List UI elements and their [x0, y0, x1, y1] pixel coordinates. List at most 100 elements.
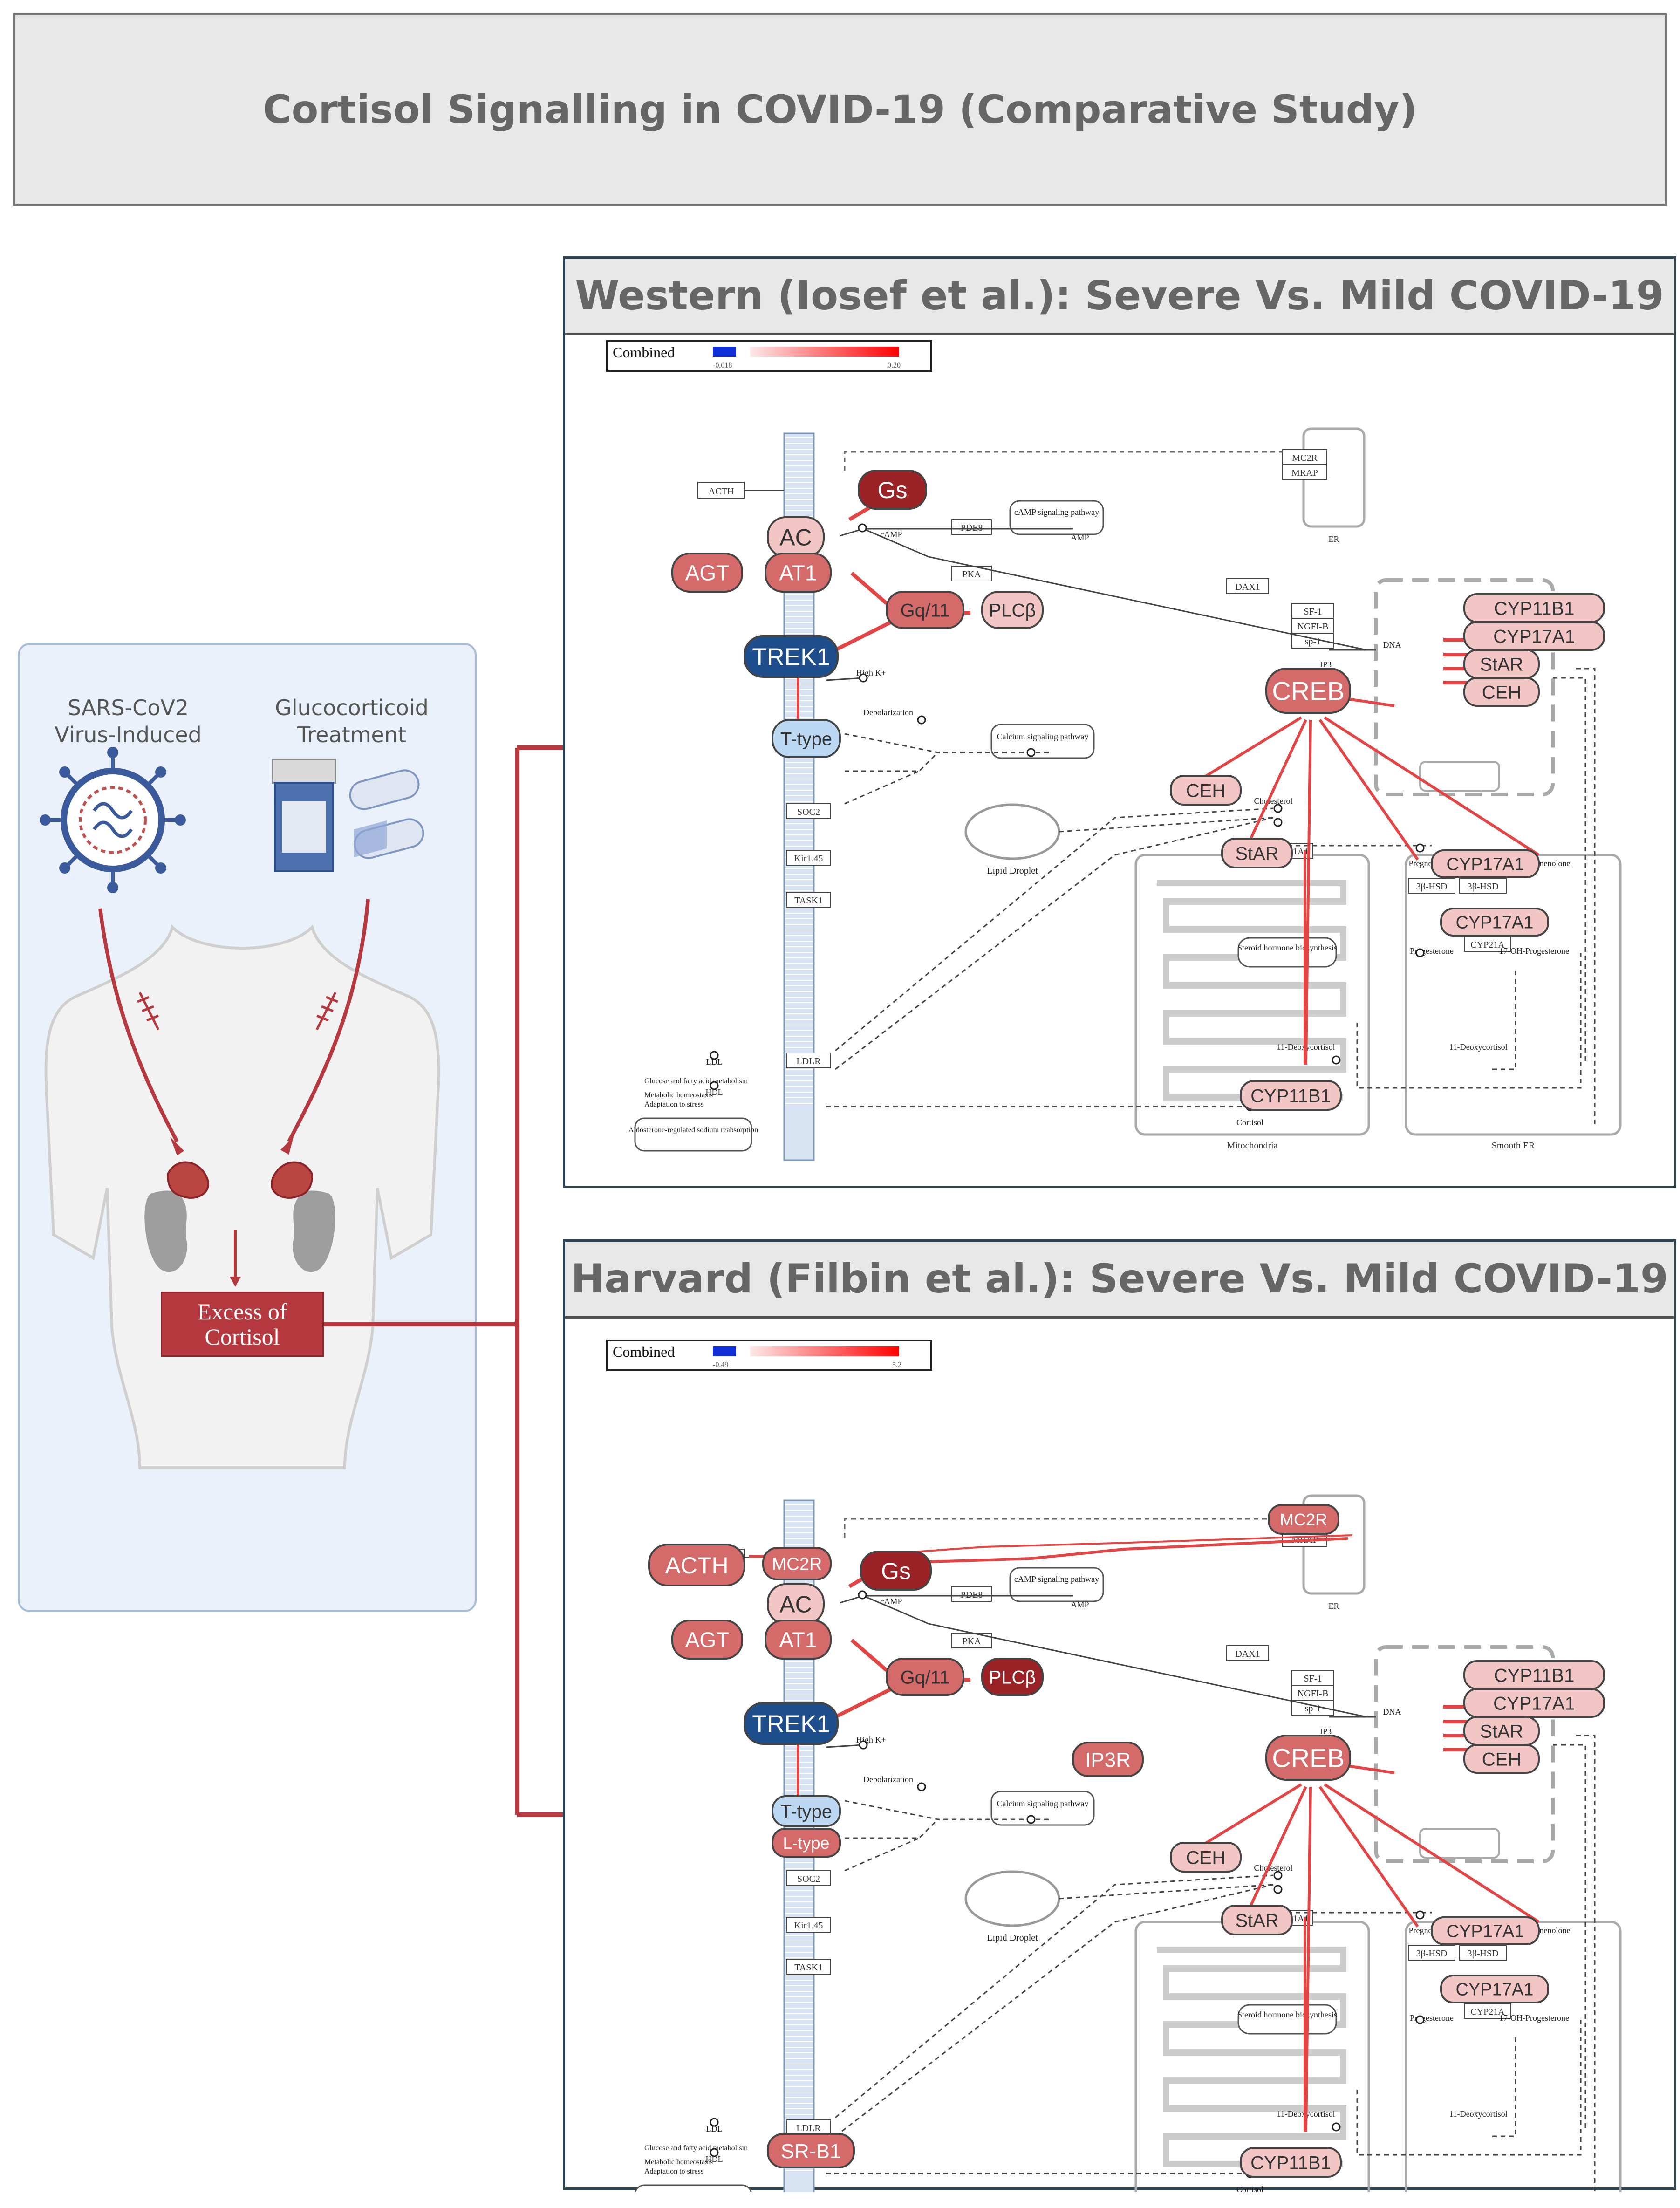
- soc2-box-box: [786, 1870, 831, 1886]
- cholesterol-label: Cholesterol: [1254, 1863, 1293, 1873]
- amp-label: AMP: [1071, 1600, 1089, 1609]
- pathway-panel-western: Western (Iosef et al.): Severe Vs. Mild …: [563, 256, 1676, 1188]
- metabolite-dot: [710, 1051, 719, 1060]
- camp-pathway-box: [1009, 500, 1104, 535]
- node-ltype: L-type: [783, 1833, 829, 1853]
- node-ceh-nucleus-shape: [1463, 677, 1540, 707]
- kir-box: Kir1.45: [794, 854, 823, 864]
- lipid-label: Lipid Droplet: [987, 866, 1038, 876]
- out3-label: Adaptation to stress: [644, 2167, 703, 2175]
- metabolite-dot: [858, 1590, 867, 1600]
- creb-target-edge: [1198, 1783, 1302, 1849]
- node-cyp17a1-nucleus: CYP17A1: [1493, 1693, 1575, 1714]
- dax1-box-box: [1226, 1645, 1269, 1661]
- node-gs-shape: [860, 1551, 932, 1591]
- sf1-box: SF-1: [1304, 607, 1322, 617]
- er-small: [1419, 1828, 1500, 1859]
- calcium-pathway-label: Calcium signaling pathway: [997, 732, 1089, 741]
- treatment-label: Glucocorticoid Treatment: [259, 694, 445, 748]
- aldo-box: [634, 1117, 752, 1152]
- er-small: [1419, 761, 1500, 792]
- steroid-label: Steroid hormone biosynthesis: [1237, 943, 1337, 952]
- metabolite-dot: [1273, 1885, 1283, 1894]
- creb-target-edge: [1244, 1786, 1307, 1918]
- virus-to-adrenal-arrow: [98, 908, 179, 1142]
- panel-header: Western (Iosef et al.): Severe Vs. Mild …: [565, 259, 1674, 335]
- creb-target-edge: [1318, 719, 1419, 861]
- legend-min: -0.49: [713, 1361, 729, 1369]
- node-cyp17a1-ser2-shape: [1440, 1975, 1549, 2003]
- out2-label: Metabolic homeostasis: [644, 2158, 713, 2166]
- node-trek1: TREK1: [752, 1711, 830, 1738]
- cyp21a-box-box: [1464, 2003, 1511, 2019]
- calcium-pathway-box: [990, 724, 1095, 759]
- pde8-box: PDE8: [961, 523, 983, 533]
- legend-neg-swatch: [713, 347, 736, 357]
- pathway-edge: [863, 528, 1367, 651]
- cortisol-label: Cortisol: [1236, 2185, 1263, 2192]
- node-cyp11b1-mito: CYP11B1: [1250, 1086, 1331, 1106]
- node-plcb-shape: [981, 1658, 1044, 1696]
- pathway-edge: [1492, 2034, 1516, 2137]
- soc2-box: SOC2: [797, 807, 820, 817]
- metabolite-dot: [1273, 1871, 1283, 1880]
- camp-label: cAMP: [880, 1597, 902, 1606]
- node-ip3r-shape: [1072, 1742, 1144, 1777]
- pka-box: PKA: [962, 569, 981, 580]
- node-ceh: CEH: [1186, 1847, 1225, 1868]
- metabolite-dot: [1415, 948, 1425, 957]
- pathway-edge: [844, 1518, 1283, 1538]
- metabolite-dot: [710, 2148, 719, 2157]
- node-ceh-nucleus: CEH: [1482, 682, 1521, 703]
- deoxy-label2: 11-Deoxycortisol: [1449, 2109, 1507, 2119]
- task-box-box: [786, 892, 831, 908]
- mc2r-gs-edge2: [886, 1534, 1353, 1555]
- node-at1-shape: [765, 1620, 832, 1660]
- soc2-box: SOC2: [797, 1874, 820, 1884]
- smooth-er-compartment: [1405, 854, 1622, 1136]
- pathway-edge: [1356, 2020, 1582, 2156]
- node-mc2r-er: MC2R: [1280, 1510, 1327, 1529]
- at1-gq-edge: [850, 571, 888, 605]
- node-plcb: PLCβ: [989, 1667, 1036, 1688]
- smooth-er-label: Smooth ER: [1492, 1141, 1535, 1151]
- out1-label: Glucose and fatty acid metabolism: [644, 1077, 748, 1085]
- depol-label: Depolarization: [863, 1775, 913, 1784]
- virus-label-line1: SARS-CoV2: [67, 695, 189, 720]
- node-trek1-shape: [744, 1702, 839, 1745]
- kidney-icon: [144, 1190, 335, 1272]
- pathway-edge: [1059, 1884, 1274, 1900]
- hdl-label: HDL: [706, 2154, 723, 2164]
- ohprog-label: 17-OH-Progesterone: [1499, 2013, 1569, 2023]
- pathway-edge: [844, 1837, 920, 1872]
- camp-label: cAMP: [880, 530, 902, 539]
- metabolite-dot: [1332, 1055, 1341, 1065]
- node-cyp17a1-ser-shape: [1431, 1916, 1540, 1945]
- pathway-edge: [826, 1744, 864, 1748]
- excess-line2: Cortisol: [205, 1324, 280, 1350]
- node-gq11-shape: [886, 1658, 964, 1696]
- metabolite-dot: [1332, 2122, 1341, 2132]
- excess-line1: Excess of: [197, 1299, 287, 1325]
- mito-cristae: [1157, 1947, 1346, 2167]
- node-at1: AT1: [779, 561, 817, 585]
- pathway-edge: [1553, 1744, 1586, 2132]
- capsule-icon: [349, 769, 424, 859]
- node-cyp11b1-nucleus: CYP11B1: [1494, 598, 1575, 619]
- metabolite-dot: [710, 1081, 719, 1090]
- node-gq11: Gq/11: [901, 600, 950, 621]
- pathway-edge: [844, 451, 1283, 471]
- pathway-edge: [1059, 817, 1274, 833]
- treatment-to-adrenal-arrow: [287, 899, 370, 1142]
- mc2r-box: MC2R: [1292, 453, 1318, 463]
- connector-lines: [324, 745, 571, 1817]
- metabolite-dot: [1415, 2015, 1425, 2024]
- bhsd-box-box: [1408, 878, 1455, 894]
- node-agt-shape: [671, 1620, 743, 1660]
- mito-label: Mitochondria: [1227, 1141, 1278, 1151]
- bhsd-box2-box: [1459, 878, 1507, 894]
- node-ac: AC: [779, 1592, 812, 1618]
- lipid-label: Lipid Droplet: [987, 1933, 1038, 1943]
- node-creb: CREB: [1272, 1743, 1345, 1773]
